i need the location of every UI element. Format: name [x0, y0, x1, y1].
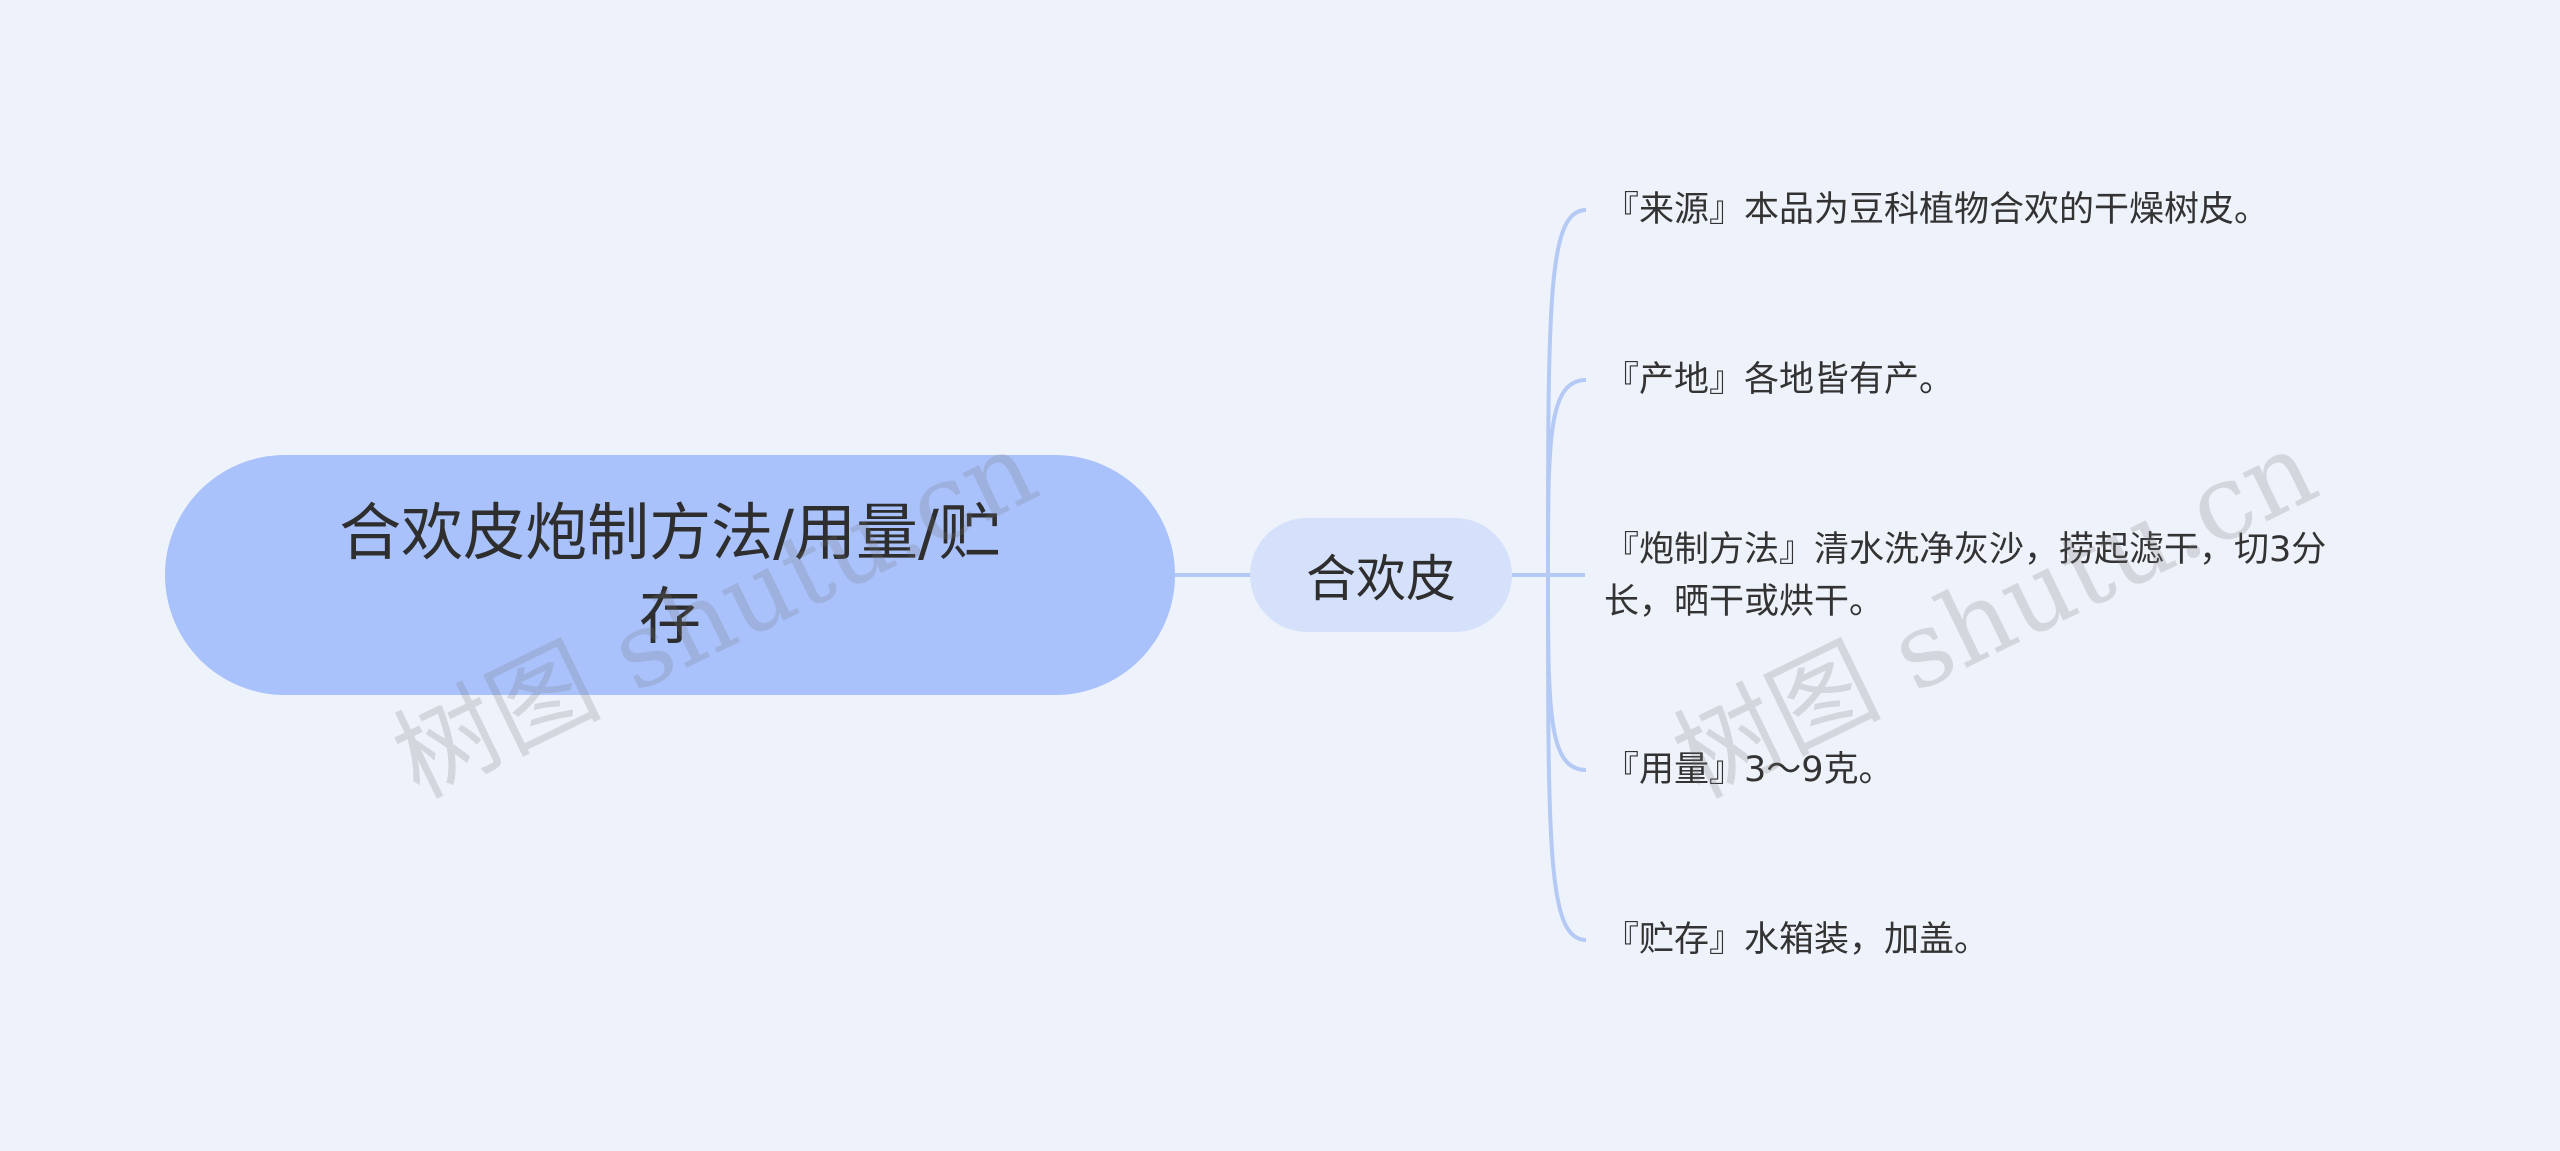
leaf-storage[interactable]: 『贮存』水箱装，加盖。	[1604, 920, 1990, 960]
leaf-source[interactable]: 『来源』本品为豆科植物合欢的干燥树皮。	[1604, 190, 2270, 230]
sub-label: 合欢皮	[1306, 550, 1456, 608]
branch-leaf-4	[1546, 574, 1587, 772]
root-label-line1: 合欢皮炮制方法/用量/贮	[339, 496, 1001, 569]
branch-leaf-1	[1546, 208, 1587, 576]
root-label: 合欢皮炮制方法/用量/贮存	[339, 491, 1001, 659]
sub-node[interactable]: 合欢皮	[1250, 518, 1512, 632]
branch-leaf-5	[1546, 574, 1587, 942]
root-node[interactable]: 合欢皮炮制方法/用量/贮存	[165, 455, 1175, 695]
branch-leaf-2	[1546, 378, 1587, 576]
leaf-dosage[interactable]: 『用量』3～9克。	[1604, 750, 1894, 790]
leaf-processing-method[interactable]: 『炮制方法』清水洗净灰沙，捞起滤干，切3分长，晒干或烘干。	[1604, 530, 2327, 622]
leaf-origin[interactable]: 『产地』各地皆有产。	[1604, 360, 1955, 400]
root-label-line2: 存	[638, 580, 701, 653]
